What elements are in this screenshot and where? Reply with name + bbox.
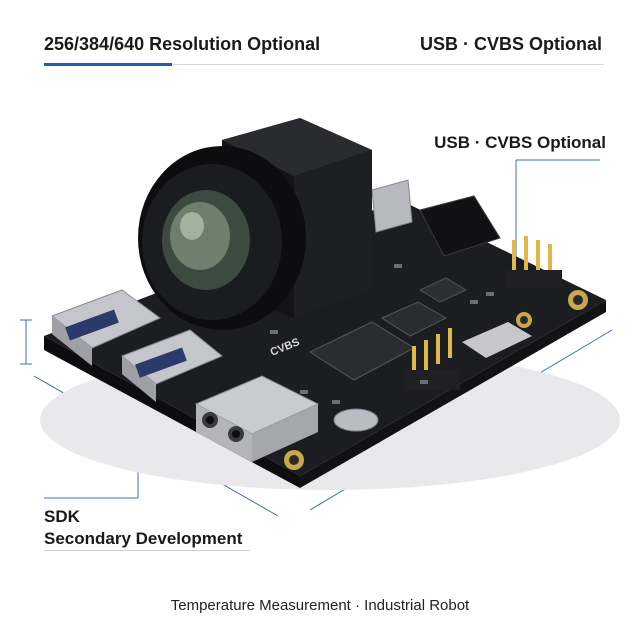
av-jack: [194, 375, 320, 462]
thermal-camera-module: [138, 118, 372, 330]
mount-hole: [573, 295, 583, 305]
mount-hole: [520, 316, 528, 324]
pin-header-base: [506, 270, 562, 288]
small-chip: [418, 277, 468, 303]
sdk-description: Secondary Development: [44, 529, 243, 548]
pin-header: [512, 236, 552, 278]
crystal-oscillator: [333, 408, 379, 432]
sdk-callout: SDK Secondary Development: [44, 506, 242, 550]
ribbon-connector: [462, 322, 532, 358]
usb-port: [50, 289, 161, 366]
micro-usb-port: [371, 179, 413, 233]
sdk-underline: [44, 550, 250, 551]
sdk-label: SDK: [44, 507, 80, 526]
secondary-chip: [380, 301, 448, 337]
usb-port: [121, 329, 223, 402]
interface-heading: USB · CVBS Optional: [419, 34, 602, 54]
resolution-heading: 256/384/640 Resolution Optional: [44, 34, 321, 54]
header-accent-bar: [44, 63, 172, 66]
box-header-connector: [419, 195, 501, 257]
circuit-board: CVBS: [44, 179, 606, 488]
pin-header-base: [404, 370, 460, 390]
application-caption: Temperature Measurement · Industrial Rob…: [170, 597, 470, 614]
pin-header: [412, 328, 452, 376]
header-divider: [44, 64, 604, 65]
mount-hole: [289, 455, 299, 465]
usb-cvbs-callout: USB · CVBS Optional: [434, 133, 606, 152]
